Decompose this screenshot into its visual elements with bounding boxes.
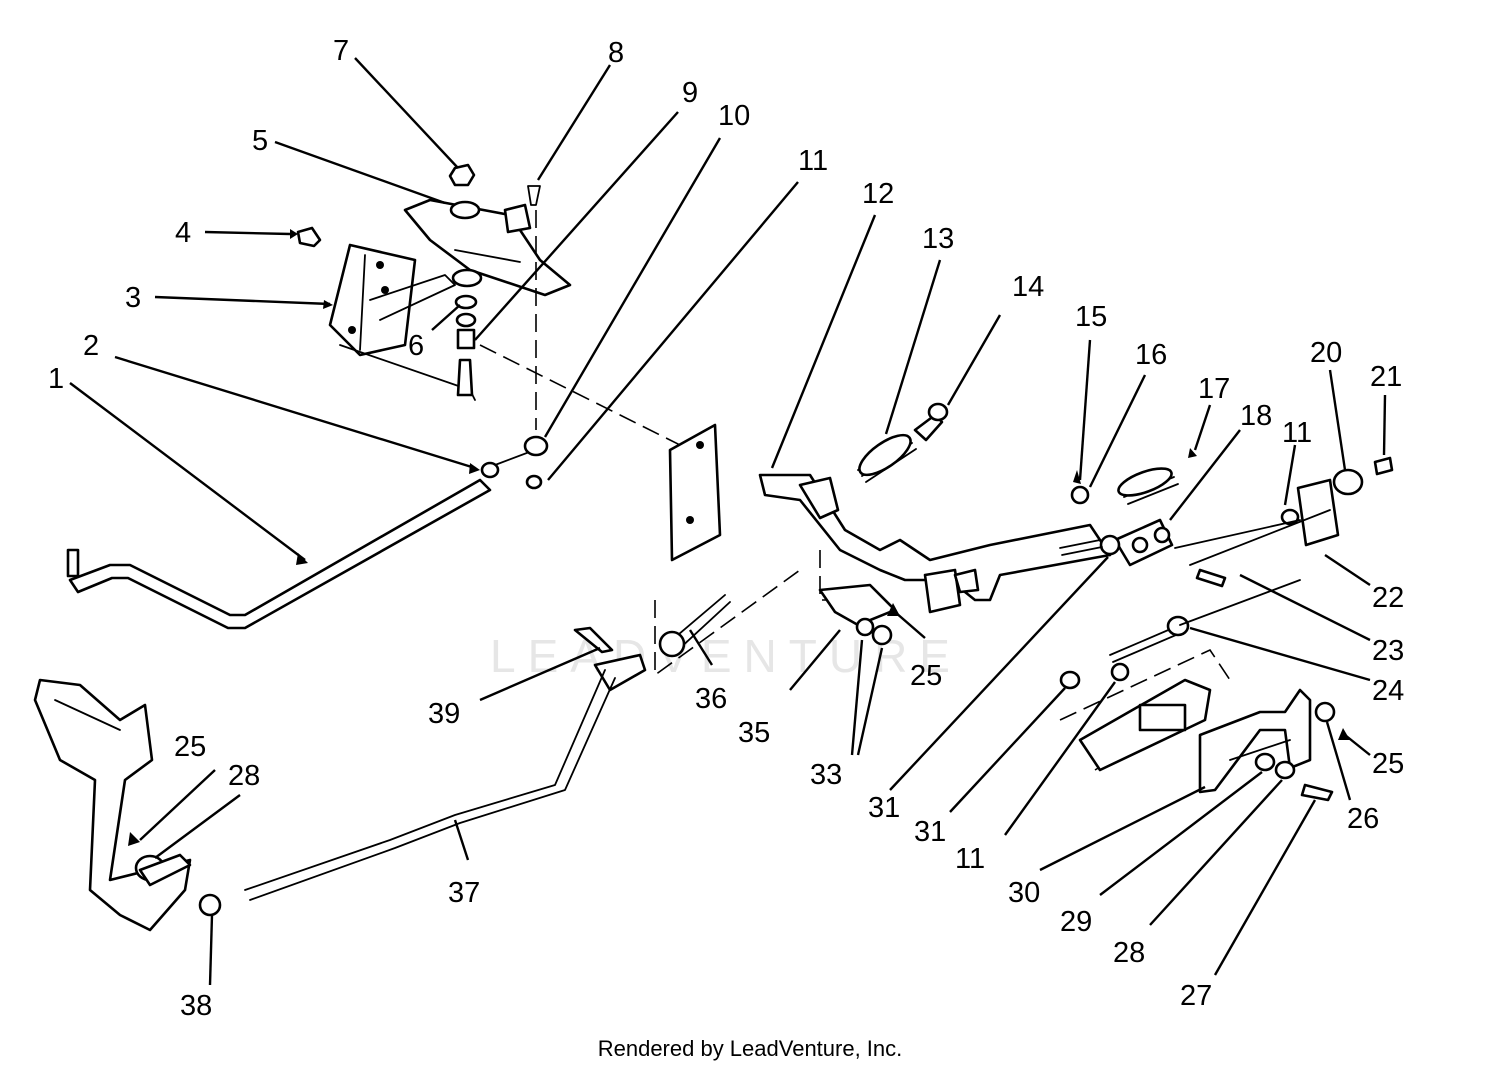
callout-8: 8: [608, 37, 624, 69]
callout-25-mid: 25: [910, 660, 942, 692]
callout-21: 21: [1370, 361, 1402, 393]
callout-17: 17: [1198, 373, 1230, 405]
callout-26: 26: [1347, 803, 1379, 835]
callout-39: 39: [428, 698, 460, 730]
callout-38: 38: [180, 990, 212, 1022]
callout-3: 3: [125, 282, 141, 314]
callouts: 1 2 3 4 5 6 7 8 9 10 11 12 13 14 15 16 1…: [48, 35, 1404, 1022]
callout-23: 23: [1372, 635, 1404, 667]
callout-2: 2: [83, 330, 99, 362]
callout-28-left: 28: [228, 760, 260, 792]
leader-lines: [69, 57, 1387, 986]
callout-33: 33: [810, 759, 842, 791]
callout-16: 16: [1135, 339, 1167, 371]
callout-35: 35: [738, 717, 770, 749]
callout-14: 14: [1012, 271, 1044, 303]
callout-18: 18: [1240, 400, 1272, 432]
callout-30: 30: [1008, 877, 1040, 909]
leader-arrowheads: [128, 229, 1350, 846]
callout-11c: 11: [955, 843, 985, 875]
callout-24: 24: [1372, 675, 1404, 707]
parts-artwork: [33, 163, 1394, 932]
callout-4: 4: [175, 217, 191, 249]
callout-9: 9: [682, 77, 698, 109]
callout-36: 36: [695, 683, 727, 715]
callout-11b: 11: [1282, 417, 1312, 449]
callout-27: 27: [1180, 980, 1212, 1012]
callout-12: 12: [862, 178, 894, 210]
callout-11: 11: [798, 145, 828, 177]
callout-28-right: 28: [1113, 937, 1145, 969]
callout-15: 15: [1075, 301, 1107, 333]
callout-37: 37: [448, 877, 480, 909]
callout-5: 5: [252, 125, 268, 157]
callout-6: 6: [408, 330, 424, 362]
callout-31a: 31: [868, 792, 900, 824]
callout-20: 20: [1310, 337, 1342, 369]
render-credit: Rendered by LeadVenture, Inc.: [597, 1036, 903, 1061]
callout-7: 7: [333, 35, 349, 67]
callout-25-left: 25: [174, 731, 206, 763]
callout-22: 22: [1372, 582, 1404, 614]
callout-10: 10: [718, 100, 750, 132]
callout-31b: 31: [914, 816, 946, 848]
callout-1: 1: [48, 363, 64, 395]
callout-29: 29: [1060, 906, 1092, 938]
callout-13: 13: [922, 223, 954, 255]
callout-25-right: 25: [1372, 748, 1404, 780]
